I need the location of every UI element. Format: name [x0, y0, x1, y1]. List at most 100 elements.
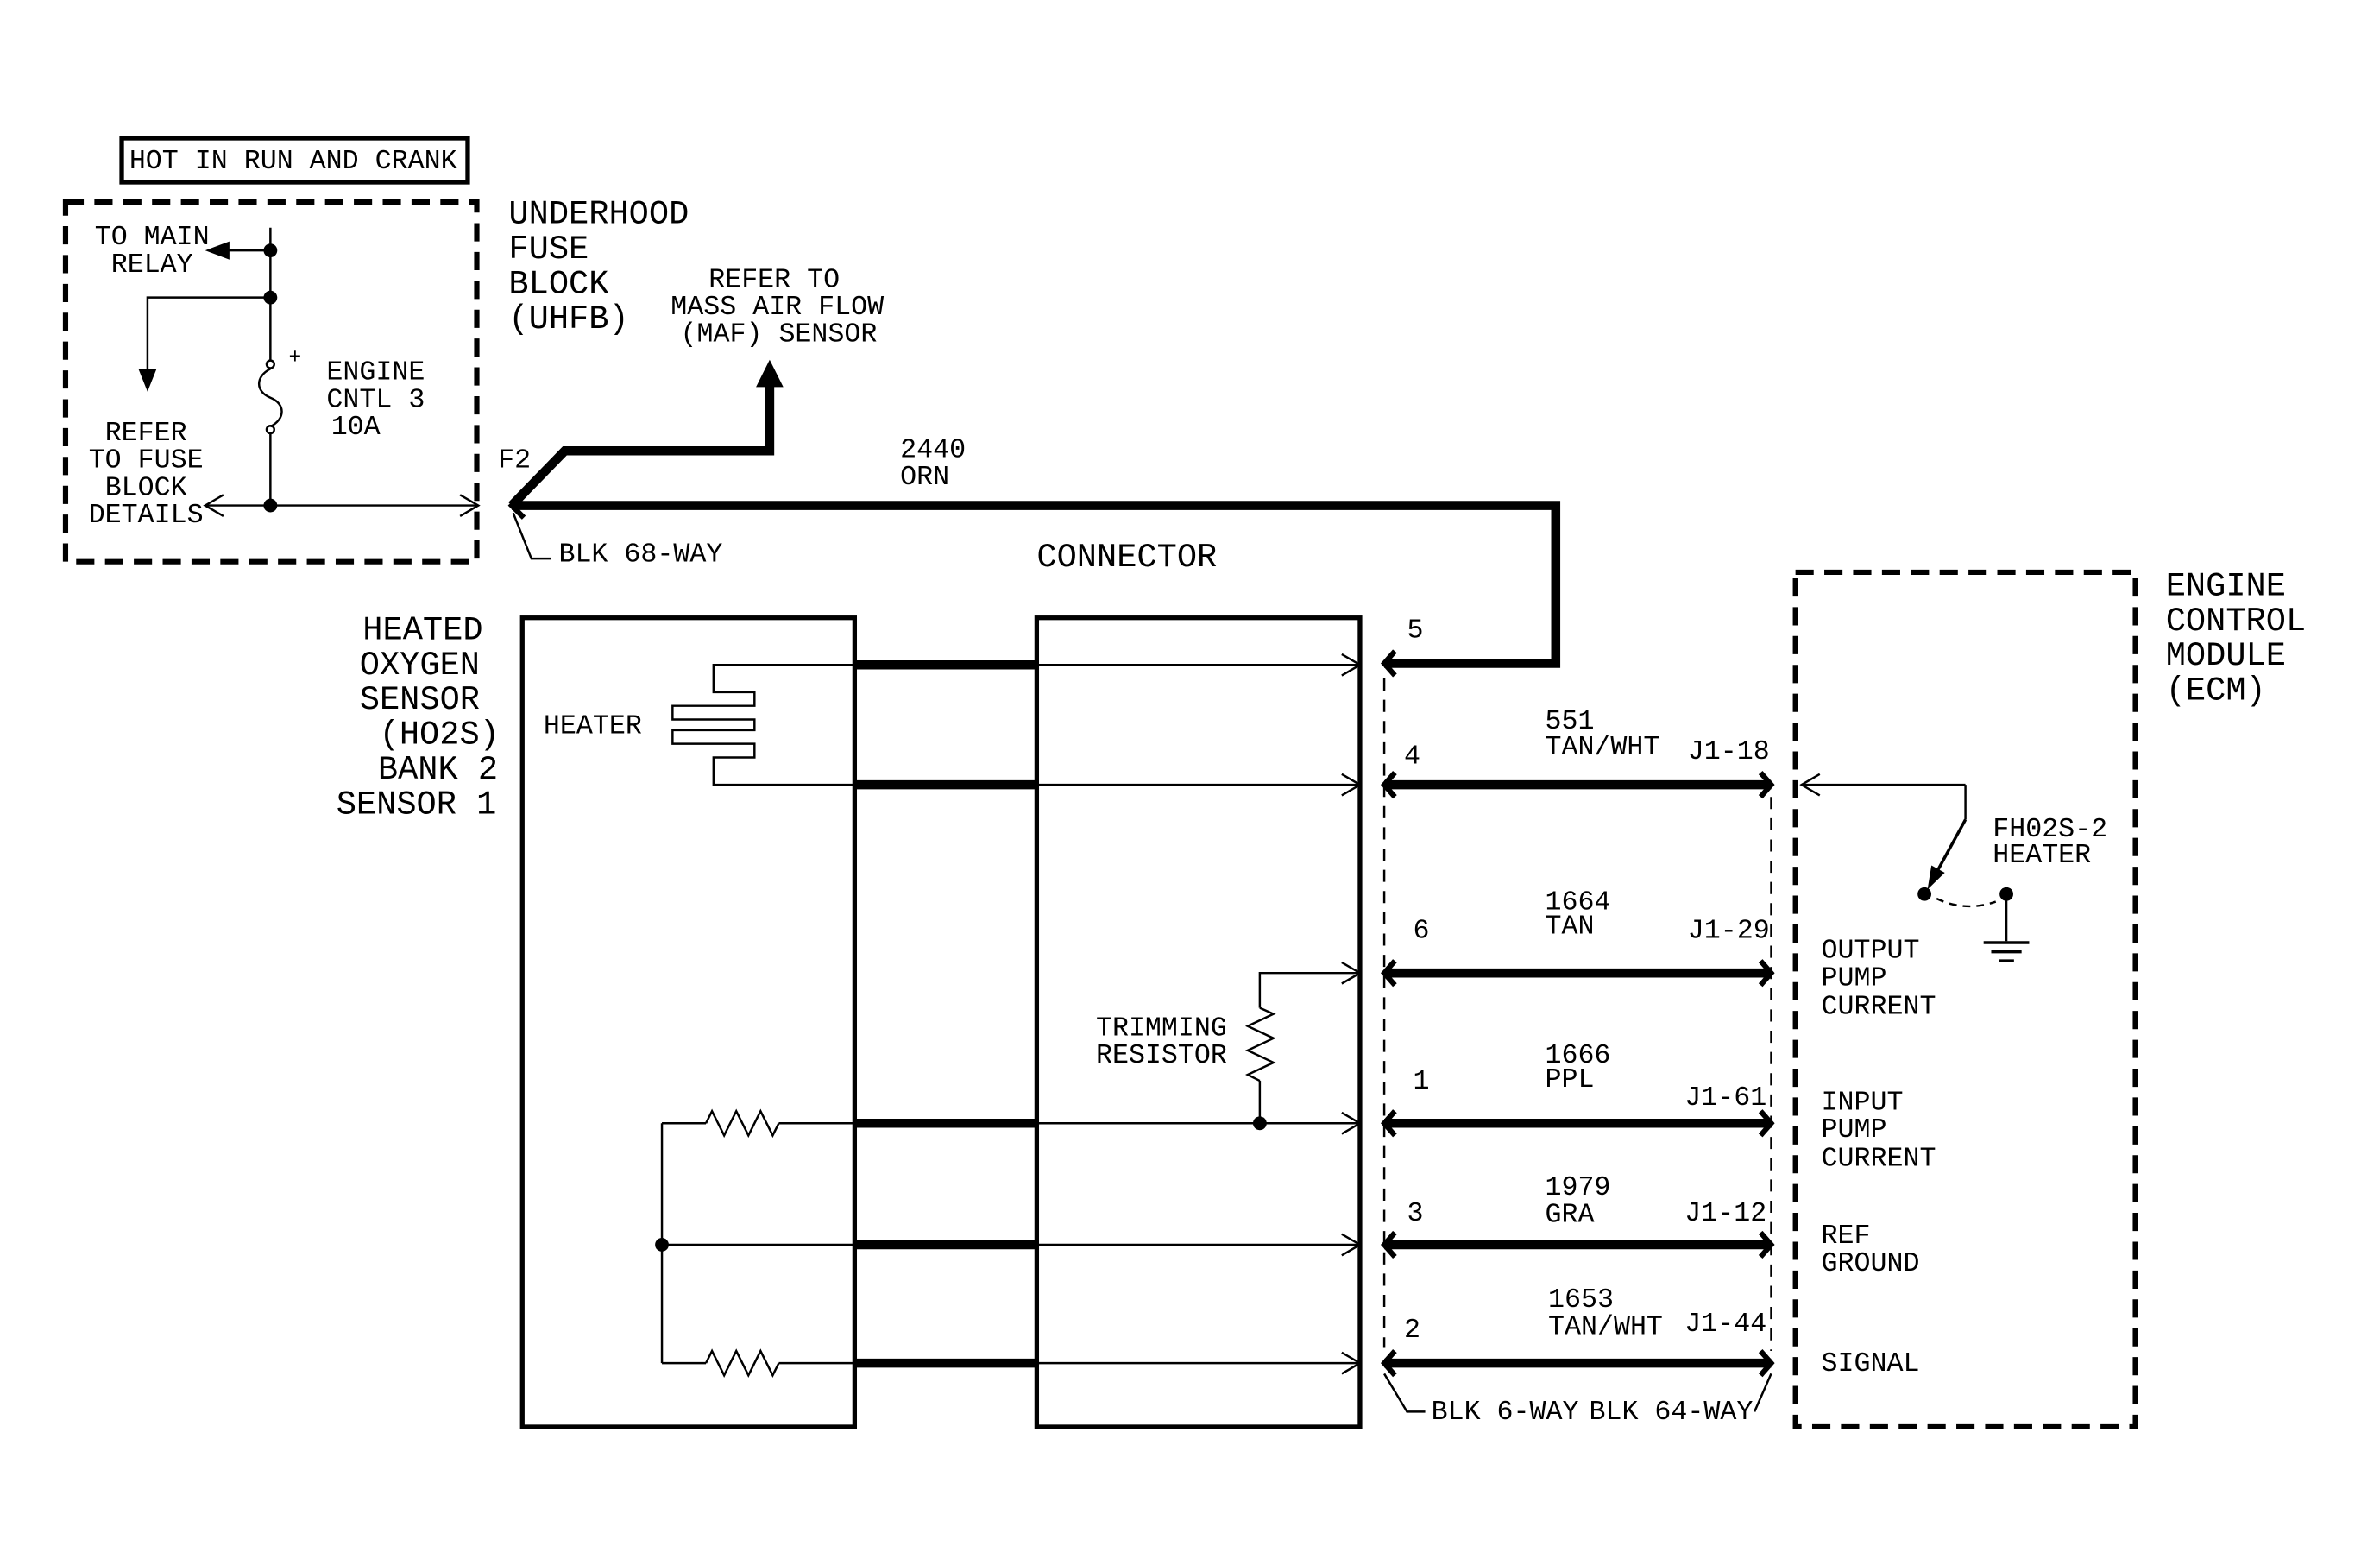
wire-color: GRA: [1545, 1200, 1594, 1231]
splice-dot: [655, 1238, 669, 1252]
fuse-name: ENGINE: [326, 357, 425, 388]
refer-fuse-block-label: REFER: [105, 418, 187, 449]
ecm-pin: J1-29: [1688, 916, 1770, 947]
circuit-number: 551: [1545, 706, 1594, 737]
heater-driver-label: HEATER: [1993, 840, 2091, 871]
refer-fuse-block-arrow: [138, 296, 271, 392]
sensor-resistor: [662, 1348, 855, 1378]
ecm-dashed-outline: [1792, 569, 2138, 1430]
pin-number: 1: [1413, 1066, 1429, 1097]
ecm-pin: J1-12: [1684, 1198, 1766, 1229]
circuit-number: 1664: [1545, 887, 1610, 918]
sensor-title-line: OXYGEN: [360, 647, 480, 685]
ecm-title-line: (ECM): [2166, 672, 2266, 710]
maf-reference-label: REFER TO: [708, 264, 840, 295]
power-status-label: HOT IN RUN AND CRANK: [129, 146, 457, 177]
fuse-rating: 10A: [331, 412, 381, 443]
sensor-title: HEATED OXYGEN SENSOR (HO2S) BANK 2 SENSO…: [337, 611, 500, 824]
ecm-function-label: SIGNAL: [1822, 1348, 1920, 1379]
circuit-number: 1979: [1545, 1172, 1610, 1203]
heater-label: HEATER: [544, 710, 642, 741]
to-main-relay-label: TO MAIN: [95, 222, 210, 253]
uhfb-title-line: UNDERHOOD: [508, 195, 689, 233]
ecm-function-label: PUMP: [1822, 962, 1887, 994]
connector-outline: [1034, 615, 1363, 1429]
connector-terminal: [1380, 649, 1397, 678]
sensor-side-connector-label: BLK 6-WAY: [1432, 1397, 1579, 1428]
ecm-side-connector-label: BLK 64-WAY: [1589, 1397, 1753, 1428]
uhfb-title-line: FUSE: [508, 230, 589, 268]
uhfb-block: TO MAIN RELAY REFER TO FUSE BLOCK DETAIL…: [62, 199, 481, 565]
circuit-number: 1653: [1548, 1284, 1614, 1316]
connector-terminal: [1380, 771, 1397, 799]
connector-terminal: [1758, 959, 1775, 988]
power-status-box: HOT IN RUN AND CRANK: [119, 136, 470, 185]
heater-driver-switch: [1799, 773, 2013, 942]
ecm-title-line: CONTROL: [2166, 603, 2306, 641]
sensor-resistor: [662, 1108, 855, 1139]
connector-terminal: [1758, 1109, 1775, 1138]
heater-driver-label: FH02S-2: [1993, 814, 2107, 845]
heater-element: [671, 663, 855, 786]
sensor-title-line: BANK 2: [378, 751, 498, 789]
sensor-connector: TRIMMING RESISTOR: [1034, 615, 1363, 1429]
sensor-outline: [519, 615, 858, 1429]
connector-terminal: [1380, 959, 1397, 988]
uhfb-title-line: (UHFB): [508, 300, 628, 338]
wire-feed-orn: [508, 359, 1561, 668]
sensor-title-line: (HO2S): [380, 716, 500, 754]
wire-color: TAN: [1545, 911, 1594, 942]
refer-fuse-block-label: DETAILS: [89, 500, 204, 531]
trimming-resistor: [1244, 961, 1363, 1131]
connector-terminal: [1380, 1349, 1397, 1378]
ho2s-sensor: HEATER: [519, 615, 858, 1429]
ecm-module: FH02S-2 HEATER OUTPUT PUMP CURRENT INPUT…: [1792, 569, 2138, 1430]
feed-wire-color: ORN: [900, 462, 949, 493]
to-main-relay-label: RELAY: [111, 249, 193, 281]
ecm-title-line: MODULE: [2166, 637, 2286, 675]
ecm-function-label: CURRENT: [1822, 1144, 1936, 1175]
trimming-resistor-label: TRIMMING: [1096, 1013, 1227, 1044]
refer-fuse-block-label: TO FUSE: [89, 445, 204, 476]
sensor-title-line: SENSOR 1: [337, 786, 497, 824]
ground-icon: [1983, 941, 2030, 962]
maf-reference-label: MASS AIR FLOW: [671, 292, 884, 323]
ecm-function-label: GROUND: [1822, 1248, 1920, 1279]
pin-number: 3: [1407, 1198, 1423, 1229]
ecm-title-line: ENGINE: [2166, 567, 2286, 605]
circuit-number: 1666: [1545, 1040, 1610, 1071]
ecm-pin: J1-44: [1684, 1309, 1766, 1340]
connector-terminal: [1380, 1230, 1397, 1259]
refer-fuse-block-label: BLOCK: [105, 472, 187, 503]
connector-terminal: [1758, 1349, 1775, 1378]
ecm-pin: J1-61: [1684, 1082, 1766, 1114]
wire-color: TAN/WHT: [1545, 732, 1659, 763]
uhfb-dashed-outline: [62, 199, 480, 565]
ecm-pin: J1-18: [1688, 736, 1770, 767]
uhfb-title: UNDERHOOD FUSE BLOCK (UHFB): [508, 195, 689, 338]
ecm-function-label: INPUT: [1822, 1087, 1904, 1118]
to-main-relay-arrow: [205, 241, 271, 260]
pin-number: 5: [1407, 615, 1423, 647]
harness: [1380, 649, 1775, 1413]
maf-reference: REFER TO MASS AIR FLOW (MAF) SENSOR: [671, 264, 884, 350]
maf-reference-label: (MAF) SENSOR: [681, 319, 878, 350]
ecm-function-label: OUTPUT: [1822, 936, 1920, 967]
ecm-title: ENGINE CONTROL MODULE (ECM): [2166, 567, 2306, 710]
sensor-title-line: HEATED: [362, 611, 482, 649]
pin-number: 6: [1413, 916, 1429, 947]
connector-terminal: [1758, 771, 1775, 799]
ecm-function-label: REF: [1822, 1221, 1871, 1252]
connector-terminal: [1758, 1230, 1775, 1259]
trimming-resistor-label: RESISTOR: [1096, 1040, 1227, 1071]
fuse-cavity-label: F2: [498, 445, 531, 476]
wire-color: PPL: [1545, 1064, 1594, 1095]
pin-number: 4: [1404, 741, 1420, 773]
fuse-output-line: [203, 494, 481, 517]
connector-label: CONNECTOR: [1036, 539, 1217, 577]
uhfb-title-line: BLOCK: [508, 265, 609, 303]
sensor-pigtail-wires: [854, 659, 1037, 1368]
pin-number: 2: [1404, 1315, 1420, 1346]
feed-wire-circuit: 2440: [900, 434, 966, 465]
